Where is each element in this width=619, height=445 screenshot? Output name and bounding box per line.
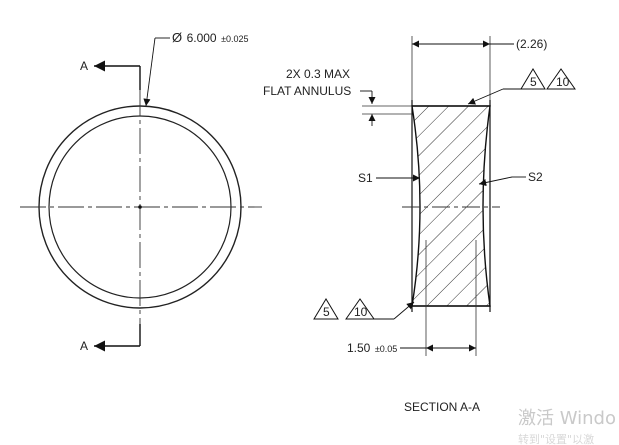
svg-text:1.50 ±0.05: 1.50 ±0.05 (347, 339, 397, 356)
surface-s1-callout: S1 (358, 171, 420, 185)
diameter-dimension: Ø 6.000 ±0.025 (143, 29, 249, 107)
center-point (138, 205, 142, 209)
diameter-value: 6.000 (187, 31, 217, 45)
s1-label: S1 (358, 171, 373, 185)
annulus-note-line2: FLAT ANNULUS (263, 84, 351, 98)
section-view: (2.26) 2X 0.3 MAX FLAT ANNULUS S1 S2 5 (263, 36, 576, 414)
quality-triangle-bottom: 5 (323, 305, 330, 319)
section-title: SECTION A-A (404, 400, 480, 414)
section-marker-bottom: A (80, 324, 141, 353)
quality-box-bottom: 10 (354, 305, 368, 319)
section-marker-top: A (80, 59, 141, 90)
quality-box-top: 10 (556, 75, 570, 89)
activation-watermark: 激活 Windo (518, 408, 616, 429)
center-thickness-tolerance: ±0.05 (375, 344, 397, 354)
s2-label: S2 (528, 170, 543, 184)
section-letter-bottom: A (80, 339, 88, 353)
ref-thickness-text: (2.26) (516, 37, 547, 51)
annulus-note-line1: 2X 0.3 MAX (286, 67, 350, 81)
lens-section-hatched (411, 105, 491, 307)
diameter-tolerance: ±0.025 (221, 34, 248, 44)
surface-s2-callout: S2 (478, 170, 543, 187)
center-thickness-value: 1.50 (347, 341, 371, 355)
activation-watermark-sub: 转到"设置"以激 (518, 432, 594, 445)
center-thickness-dimension: 1.50 ±0.05 (347, 339, 476, 356)
svg-text:Ø 6.000 ±0.025: Ø 6.000 ±0.025 (172, 29, 249, 46)
quality-callout-top: 5 10 (467, 68, 576, 105)
section-letter-top: A (80, 59, 88, 73)
front-view: A A Ø 6.000 ±0.025 (20, 29, 262, 353)
quality-triangle-top: 5 (530, 75, 537, 89)
diameter-symbol: Ø (172, 30, 182, 45)
ref-thickness-dimension: (2.26) (412, 37, 547, 51)
quality-callout-bottom: 5 10 (313, 298, 415, 320)
annulus-note: 2X 0.3 MAX FLAT ANNULUS (263, 67, 412, 126)
